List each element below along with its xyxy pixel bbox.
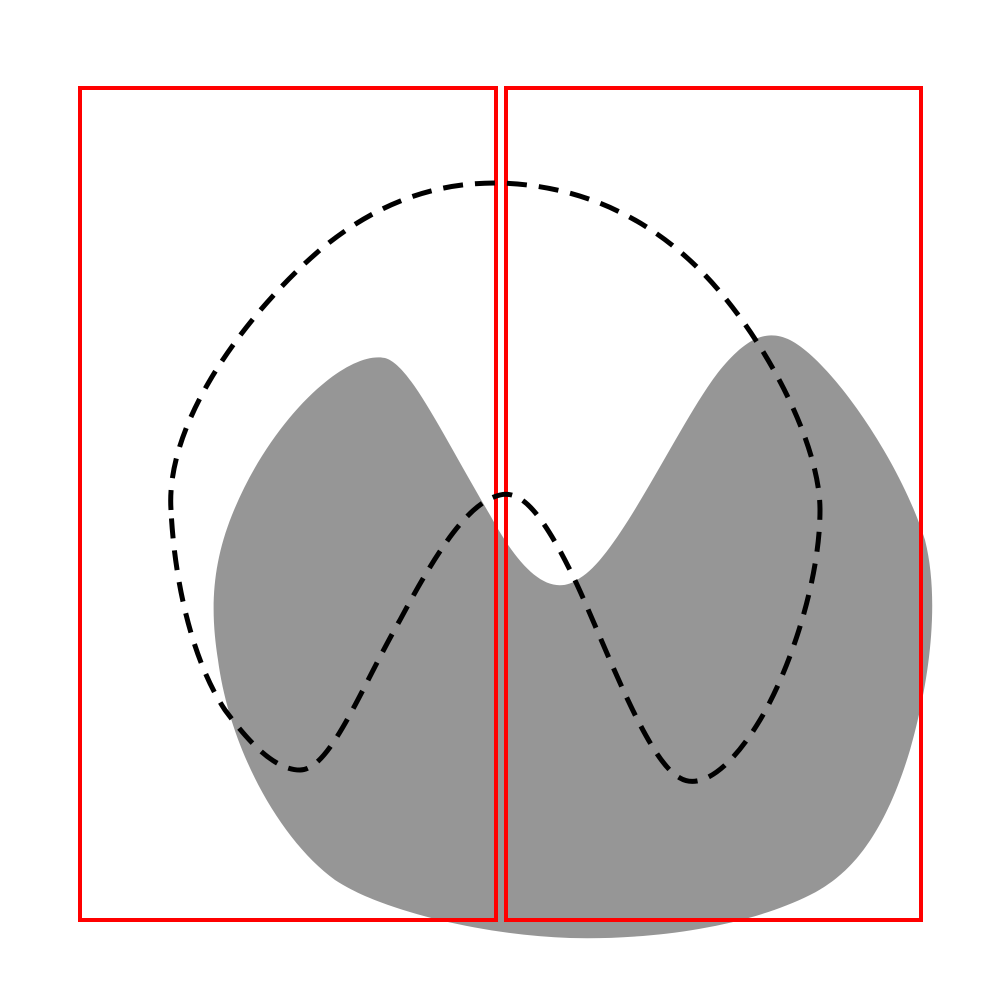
- dashed-closed-curve: [168, 180, 823, 784]
- left-red-rectangle: [78, 86, 498, 922]
- gray-blob-shape: [213, 335, 933, 939]
- right-red-rectangle: [504, 86, 923, 922]
